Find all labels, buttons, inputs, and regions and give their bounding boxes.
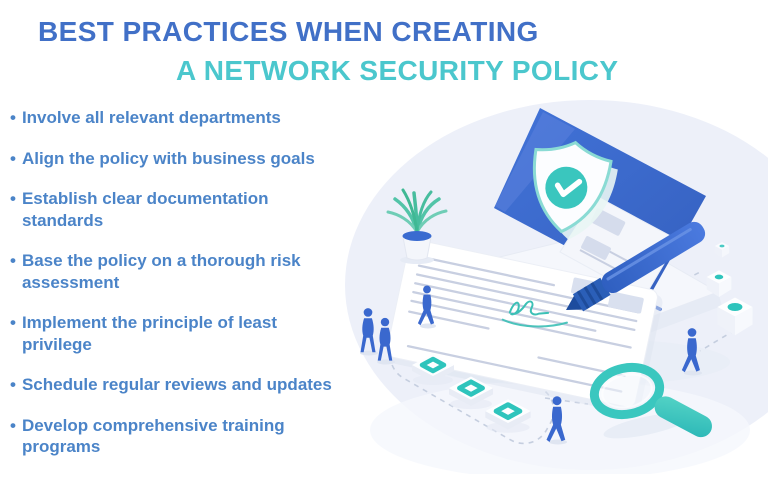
keycap-icons — [412, 354, 531, 433]
keycap-icon — [412, 354, 454, 385]
keycap-icon — [448, 376, 494, 410]
list-item: • Establish clear documentation standard… — [10, 188, 346, 231]
bullet-marker: • — [10, 251, 16, 270]
list-item: • Involve all relevant departments — [10, 107, 346, 129]
check-icon — [554, 178, 583, 198]
list-item: • Base the policy on a thorough risk ass… — [10, 250, 346, 293]
page-title-line2: A NETWORK SECURITY POLICY — [176, 55, 619, 86]
list-item-text: Implement the principle of least privile… — [21, 313, 278, 354]
keycap-icon — [485, 399, 531, 433]
cube-icon — [714, 242, 730, 258]
pen-icon — [566, 221, 706, 312]
page-title-line1: BEST PRACTICES WHEN CREATING — [38, 16, 539, 47]
bullet-marker: • — [10, 189, 16, 208]
list-item: • Align the policy with business goals — [10, 148, 346, 170]
shield-check-icon — [532, 140, 618, 240]
bullet-marker: • — [10, 148, 16, 168]
list-item-text: Schedule regular reviews and updates — [21, 375, 332, 394]
signature-icon — [501, 300, 568, 328]
list-item-text: Base the policy on a thorough risk asses… — [21, 251, 301, 292]
bullet-marker: • — [10, 313, 16, 332]
plant-icon — [386, 188, 448, 264]
bullet-marker: • — [10, 415, 16, 435]
list-item-text: Involve all relevant departments — [21, 108, 281, 127]
list-item-text: Develop comprehensive training programs — [21, 415, 285, 457]
list-item-text: Align the policy with business goals — [21, 148, 315, 168]
list-item: • Implement the principle of least privi… — [10, 312, 346, 355]
list-item-text: Establish clear documentation standards — [21, 189, 269, 230]
best-practices-list: • Involve all relevant departments • Ali… — [10, 107, 346, 477]
magnifier-icon — [589, 362, 712, 439]
cube-icon — [717, 297, 753, 336]
list-item: • Develop comprehensive training program… — [10, 415, 346, 458]
list-item: • Schedule regular reviews and updates — [10, 374, 346, 396]
bullet-marker: • — [10, 108, 16, 127]
bullet-marker: • — [10, 375, 16, 394]
person-icons — [360, 285, 702, 445]
